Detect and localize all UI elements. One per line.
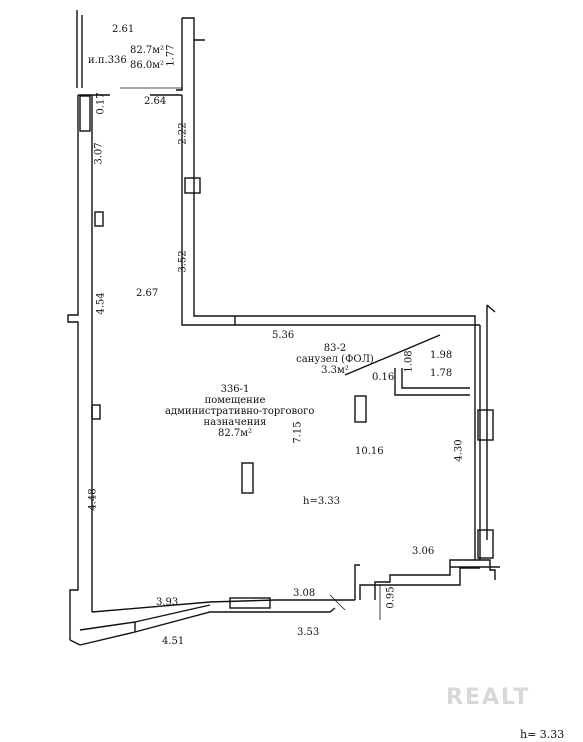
wc-label: 83-2 санузел (ФОЛ) 3.3м²: [290, 343, 380, 376]
ip-label: и.п.336: [88, 55, 127, 66]
watermark: REALT: [446, 685, 531, 710]
fixture: [354, 395, 367, 423]
dim-label: 0.16: [372, 372, 395, 383]
dim-label: 5.36: [272, 330, 295, 341]
wall-line: [182, 17, 205, 41]
dim-label: 3.07: [93, 142, 105, 165]
dim-label: 2.61: [112, 24, 135, 35]
wall-line: [176, 18, 183, 91]
dim-label: 1.08: [403, 350, 415, 373]
dim-label: 1.78: [430, 368, 453, 379]
room-desc: административно-торгового: [165, 406, 315, 417]
fixture: [94, 211, 104, 227]
room-desc: помещение: [204, 395, 266, 406]
column: [184, 177, 201, 194]
dim-label: 0.17: [95, 92, 107, 115]
column: [229, 597, 271, 609]
dim-label: 3.53: [297, 627, 320, 638]
dim-label: 1.77: [165, 44, 177, 67]
dim-label: 4.48: [87, 488, 99, 511]
area-label: 86.0м²: [130, 60, 165, 71]
dim-line: [329, 594, 346, 611]
wall-line: [134, 604, 211, 623]
wc-wall: [394, 368, 470, 396]
wall-inner: [193, 95, 476, 330]
wall-inner: [359, 567, 480, 600]
room-label: 336-1 помещение административно-торговог…: [165, 384, 315, 439]
dim-label: 4.51: [162, 636, 185, 647]
room-desc: назначения: [203, 417, 267, 428]
wc-diagonal: [344, 334, 441, 376]
dim-label: 2.22: [177, 122, 189, 145]
room-area: 82.7м²: [217, 428, 253, 439]
wall-inner: [69, 639, 81, 646]
dim-label: 3.52: [177, 250, 189, 273]
wall-outer: [474, 330, 496, 580]
wall-outer: [79, 607, 336, 646]
dim-label: 2.64: [144, 96, 167, 107]
fixture: [91, 404, 101, 420]
column: [477, 529, 494, 559]
room-number: 336-1: [220, 384, 250, 395]
wall-outer: [374, 559, 475, 600]
dim-label: 0.95: [385, 586, 397, 609]
area-label: 82.7м²: [130, 45, 165, 56]
wall-line: [486, 304, 496, 313]
dim-label: 10.16: [355, 446, 384, 457]
room-height: h=3.33: [303, 496, 341, 507]
column: [477, 409, 494, 441]
wall-line: [79, 621, 136, 631]
wc-name: санузел (ФОЛ): [296, 354, 374, 365]
dim-label: 4.54: [95, 292, 107, 315]
dim-label: 4.30: [453, 439, 465, 462]
wall-outer: [91, 599, 355, 613]
column: [79, 95, 91, 132]
dim-label: 1.98: [430, 350, 453, 361]
wall-line: [354, 564, 360, 600]
dim-label: 3.06: [412, 546, 435, 557]
wall-outer: [181, 95, 480, 326]
dim-label: 3.08: [293, 588, 316, 599]
fixture: [241, 462, 254, 494]
dim-label: 3.93: [156, 597, 179, 608]
wc-area: 3.3м²: [321, 365, 349, 376]
wall-outer: [67, 95, 79, 640]
footer-height: h= 3.33: [520, 728, 565, 741]
wc-wall: [401, 368, 470, 389]
dim-label: 2.67: [136, 288, 159, 299]
wc-number: 83-2: [323, 343, 347, 354]
